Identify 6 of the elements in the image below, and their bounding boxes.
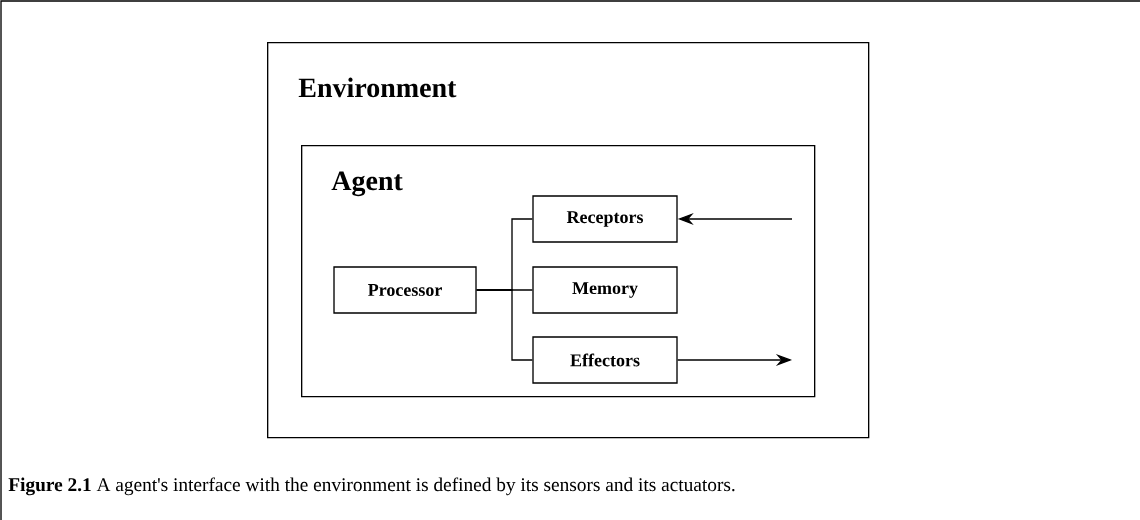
component-box: Processor: [333, 266, 477, 314]
figure-caption: Figure 2.1 A agent's interface with the environment is defined by its sensors and its actuators.: [8, 477, 735, 496]
component-box: Memory: [532, 266, 678, 314]
component-box: Receptors: [532, 195, 678, 243]
connector-line: [476, 289, 533, 361]
component-box: Effectors: [532, 336, 678, 384]
